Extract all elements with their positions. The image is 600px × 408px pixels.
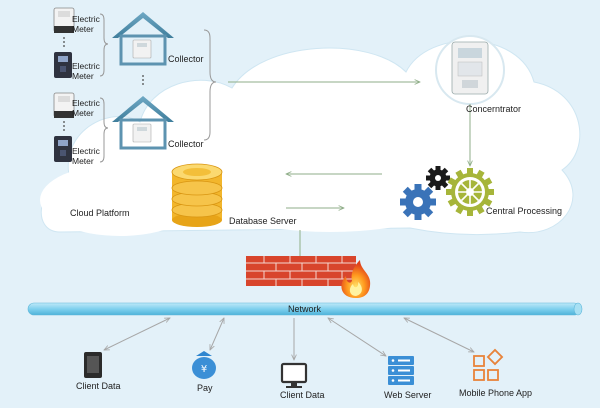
gear-icon-black [426,166,450,190]
pay-label: Pay [197,383,213,393]
collector-icon-2 [112,96,174,150]
concentrator-label: Concerntrator [466,104,522,114]
meter-label-4: Electric Meter [72,146,100,166]
meter-braces [99,13,217,163]
firewall-icon [246,256,371,298]
gear-icon-green [446,168,494,216]
client-data-label-1: Client Data [76,381,121,391]
concentrator-icon [435,35,505,105]
cloud-platform-label: Cloud Platform [70,208,130,218]
phone-icon [84,352,102,378]
network-pipe [27,302,583,316]
client-links [104,318,474,360]
monitor-icon [280,362,308,388]
collector-label-1: Collector [168,54,204,64]
central-processing-label: Central Processing [486,206,563,216]
database-server-label: Database Server [229,216,297,226]
network-label: Network [288,304,322,314]
meter-icon-2 [54,52,72,78]
collector-icon-1 [112,12,174,66]
meter-label-3: Electric Meter [72,98,100,118]
ellipsis-dots [63,37,144,131]
mobile-app-label: Mobile Phone App [459,388,533,398]
server-icon [388,356,414,385]
database-icon [171,163,223,227]
svg-text:¥: ¥ [201,364,207,375]
meter-icon-3 [53,92,75,118]
app-grid-icon [473,348,504,381]
gear-icon-blue [400,184,436,220]
web-server-label: Web Server [384,390,432,400]
client-data-label-2: Client Data [280,390,325,400]
meter-icon-1 [53,7,75,33]
flame-icon [341,260,371,298]
meter-label-2: Electric Meter [72,61,100,81]
meter-label-1: Electric Meter [72,14,100,34]
meter-icon-4 [54,136,72,162]
collector-label-2: Collector [168,139,204,149]
wallet-icon: ¥ [192,351,216,379]
cloud-arrows [228,82,470,256]
